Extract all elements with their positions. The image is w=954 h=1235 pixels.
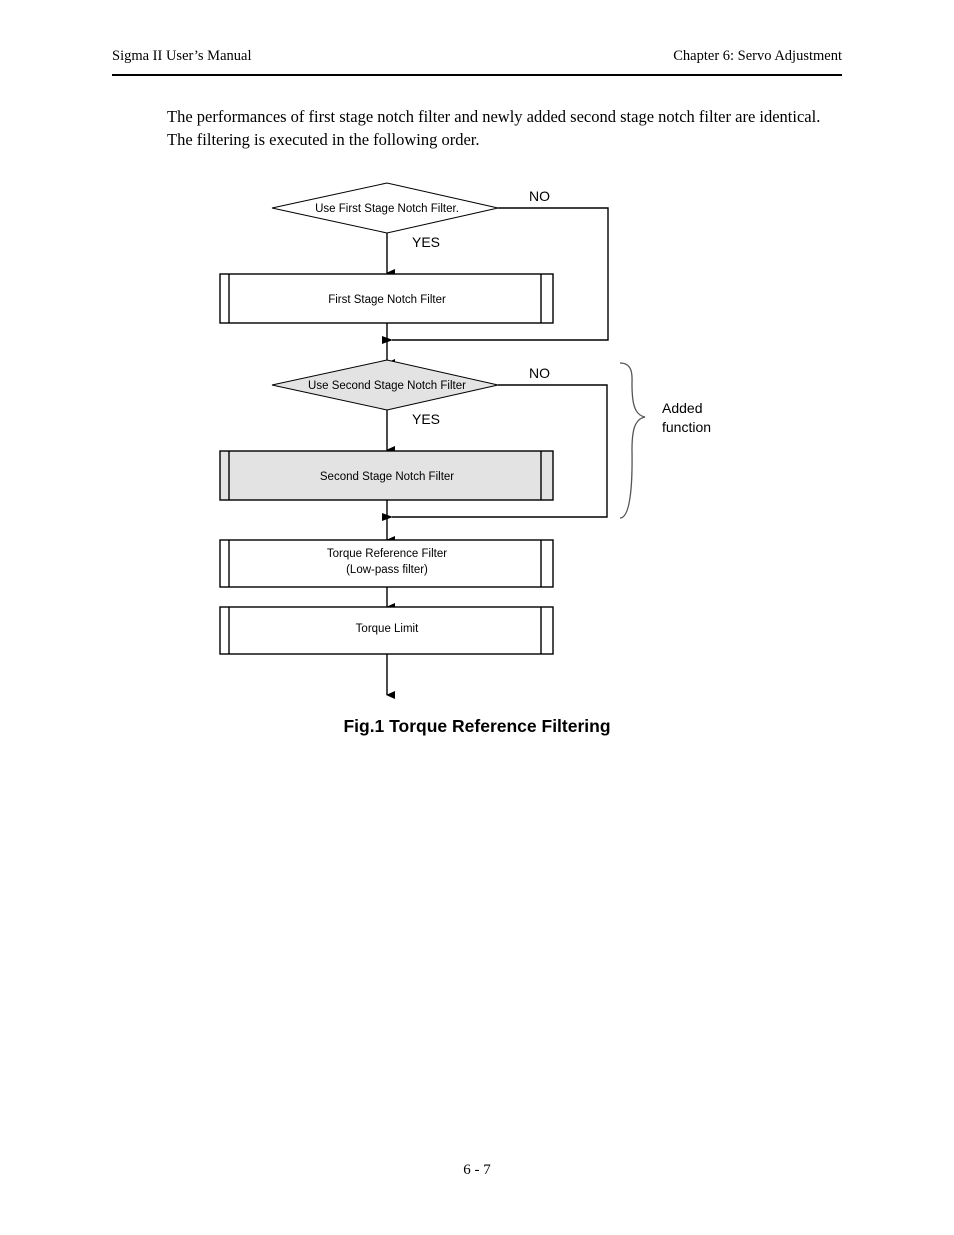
process2-label: Second Stage Notch Filter [320, 471, 454, 483]
process3-label-line1: Torque Reference Filter [327, 548, 447, 560]
figure-caption: Fig.1 Torque Reference Filtering [343, 716, 611, 736]
curly-brace-icon [619, 362, 646, 519]
header-rule [112, 74, 842, 76]
branch-label-yes-1: YES [412, 234, 440, 250]
process1-label: First Stage Notch Filter [328, 294, 446, 306]
branch-label-no-1: NO [529, 188, 550, 204]
body-paragraph-1: The performances of first stage notch fi… [167, 107, 821, 126]
branch-no-first-stage: NO [382, 188, 609, 344]
added-function-line1: Added [662, 400, 702, 416]
process-torque-reference-filter: Torque Reference Filter (Low-pass filter… [219, 539, 554, 588]
process3-label-line2: (Low-pass filter) [346, 564, 428, 576]
branch-label-yes-2: YES [412, 411, 440, 427]
branch-yes-second-stage: YES [386, 410, 440, 454]
page-footer: 6 - 7 [463, 1162, 491, 1178]
flowchart: Use First Stage Notch Filter. NO YES Fir… [0, 170, 954, 710]
process-torque-limit: Torque Limit [219, 606, 554, 655]
decision1-label: Use First Stage Notch Filter. [315, 203, 459, 215]
added-function-annotation: Added function [619, 362, 711, 519]
branch-yes-first-stage: YES [386, 233, 440, 277]
header-manual-title: Sigma II User’s Manual [112, 48, 252, 64]
header-chapter-title: Chapter 6: Servo Adjustment [673, 48, 842, 64]
running-header: Sigma II User’s Manual Chapter 6: Servo … [112, 48, 842, 65]
branch-no-second-stage: NO [382, 365, 608, 521]
decision2-label: Use Second Stage Notch Filter [308, 380, 466, 392]
added-function-line2: function [662, 419, 711, 435]
decision-use-second-stage-notch-filter: Use Second Stage Notch Filter [271, 359, 499, 411]
branch-label-no-2: NO [529, 365, 550, 381]
decision-use-first-stage-notch-filter: Use First Stage Notch Filter. [271, 182, 499, 234]
body-text: The performances of first stage notch fi… [167, 105, 847, 151]
process-first-stage-notch-filter: First Stage Notch Filter [219, 273, 554, 324]
process-second-stage-notch-filter: Second Stage Notch Filter [219, 450, 554, 501]
process4-label: Torque Limit [356, 623, 419, 635]
body-paragraph-2: The filtering is executed in the followi… [167, 130, 480, 149]
